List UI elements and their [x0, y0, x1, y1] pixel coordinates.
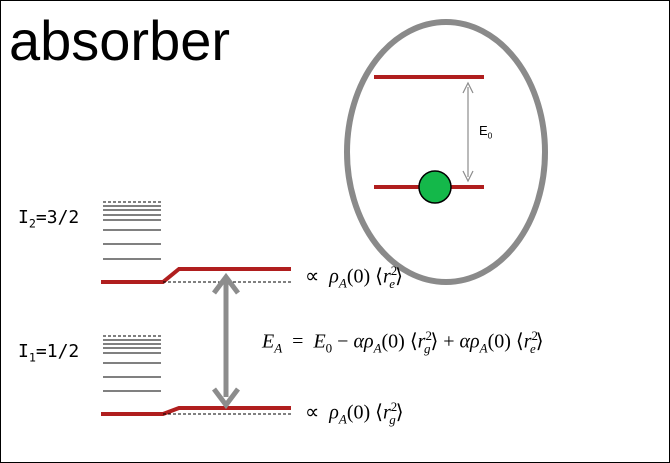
ground-spin-label: I1=1/2 — [18, 341, 80, 365]
transition-arrow-head-down — [212, 387, 240, 410]
slide-title: absorber — [9, 9, 231, 72]
energy-formula: EA = E0 − αρA(0) ⟨r2g⟩ + αρA(0) ⟨r2e⟩ — [262, 328, 544, 356]
upper-shifted-level — [101, 267, 291, 284]
nucleus-circle — [418, 170, 452, 204]
inset-gap-label: E0 — [479, 123, 493, 141]
lower-shifted-level — [101, 406, 291, 416]
lower-proportionality: ∝ ρA(0) ⟨r2g⟩ — [305, 399, 404, 427]
ground-sublevels — [103, 335, 161, 392]
atom-ellipse — [344, 19, 548, 285]
excited-sublevels — [103, 201, 161, 260]
upper-proportionality: ∝ ρA(0) ⟨r2e⟩ — [305, 263, 403, 291]
transition-arrow-head-up — [212, 272, 240, 295]
excited-spin-label: I2=3/2 — [18, 207, 80, 231]
inset-arrow-head-up — [462, 81, 474, 94]
inset-arrow-head-down — [462, 170, 474, 183]
